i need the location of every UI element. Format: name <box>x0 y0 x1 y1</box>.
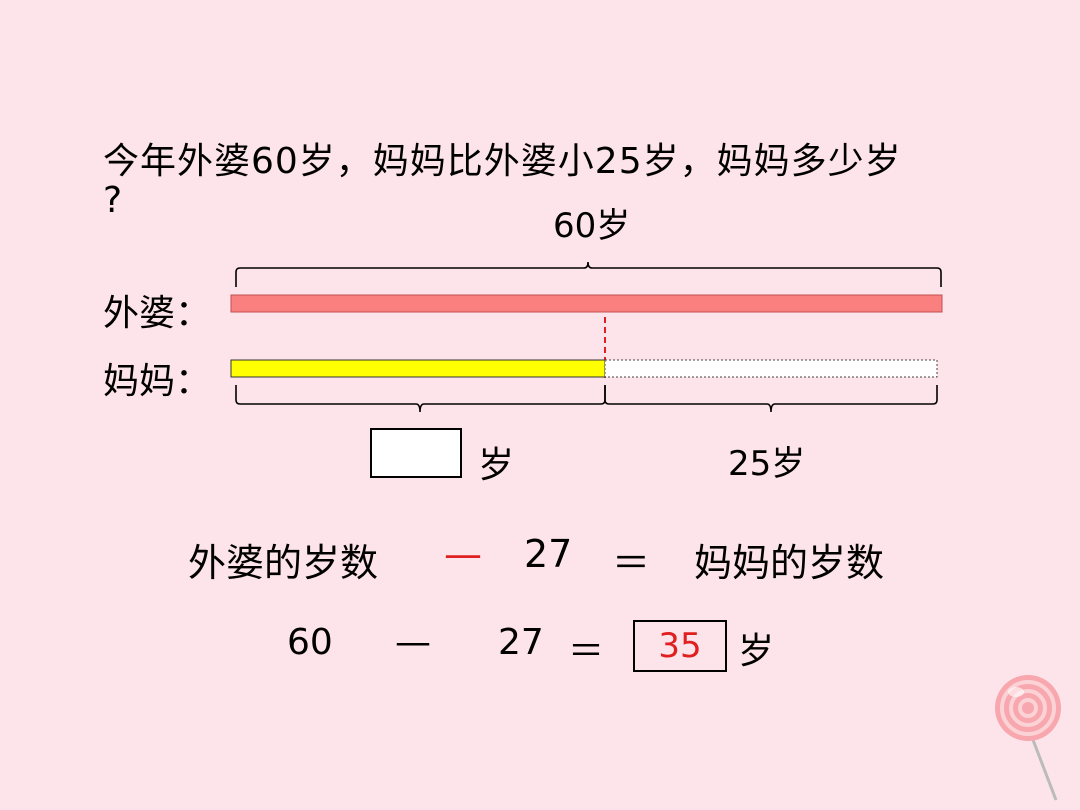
eq-number: 27 <box>524 532 573 576</box>
bottom-brace-right <box>604 385 938 413</box>
question-line-2: ? <box>103 180 123 221</box>
mom-label: 妈妈： <box>103 361 212 402</box>
lollipop-icon <box>995 675 1061 801</box>
grandma-bar <box>230 294 943 313</box>
num-equals: ＝ <box>568 631 605 672</box>
mom-bar <box>230 359 606 378</box>
eq-equals: ＝ <box>612 541 651 585</box>
difference-segment <box>604 359 938 378</box>
num-b: 27 <box>498 622 544 663</box>
num-a: 60 <box>287 622 333 663</box>
eq-minus-sign: — <box>444 532 482 576</box>
total-age-label: 60岁 <box>553 206 631 246</box>
num-minus-sign: — <box>395 622 431 663</box>
unknown-answer-box[interactable] <box>370 428 462 478</box>
difference-label: 25岁 <box>728 444 806 484</box>
top-brace <box>235 261 942 287</box>
eq-mom-age: 妈妈的岁数 <box>694 541 885 585</box>
unknown-unit: 岁 <box>478 445 515 486</box>
question-line-1: 今年外婆60岁，妈妈比外婆小25岁，妈妈多少岁 <box>103 141 902 182</box>
bottom-brace-left <box>235 385 606 413</box>
result-box: 35 <box>633 620 727 672</box>
eq-grandma-age: 外婆的岁数 <box>188 541 379 585</box>
result-value: 35 <box>658 626 702 666</box>
result-unit: 岁 <box>738 631 775 672</box>
grandma-label: 外婆： <box>103 293 212 334</box>
